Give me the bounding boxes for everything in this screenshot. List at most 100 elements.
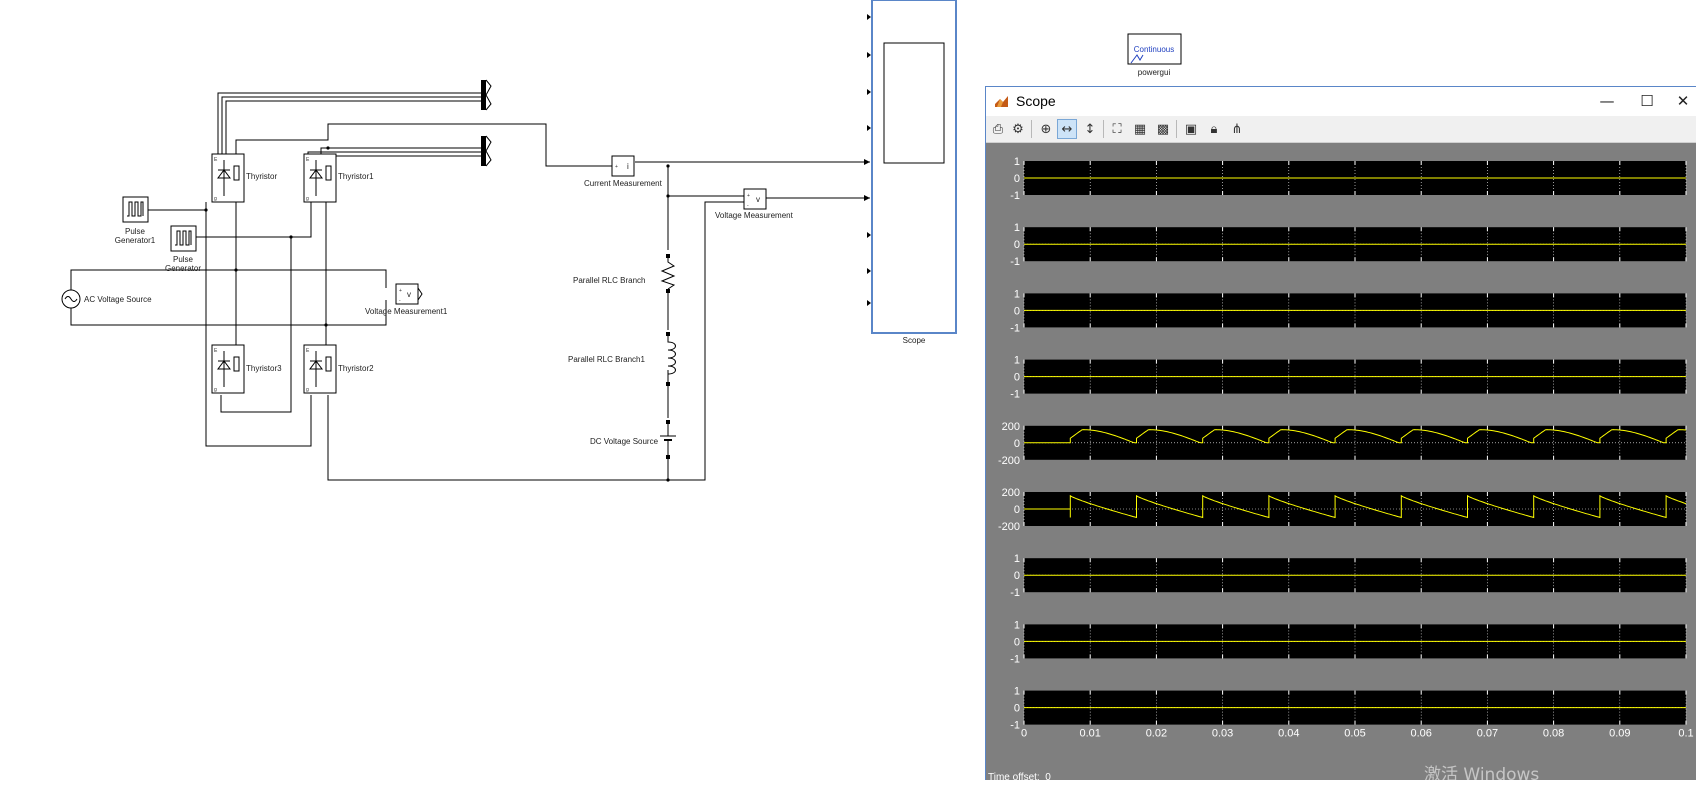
pulse-generator1-block[interactable]: Pulse Generator1 [115, 196, 156, 245]
x-tick-label: 0.05 [1344, 728, 1365, 740]
sine-icon [64, 296, 78, 302]
dc-voltage-source-block[interactable]: DC Voltage Source [590, 420, 676, 459]
svg-text:g: g [214, 387, 217, 393]
svg-text:g: g [306, 196, 309, 202]
time-offset: Time offset: 0 [988, 772, 1051, 780]
signal-selector-icon[interactable]: ⋔ [1231, 121, 1243, 137]
scope-block-label: Scope [903, 336, 926, 345]
y-tick-label: 0 [1014, 504, 1020, 516]
pulse-generator-label-line2: Generator [165, 264, 201, 273]
svg-text:-: - [747, 203, 749, 209]
svg-text:E: E [214, 348, 218, 354]
voltage-measurement-label: Voltage Measurement [715, 211, 794, 220]
y-tick-label: 1 [1014, 553, 1020, 565]
powergui-block[interactable]: Continuous powergui [1127, 33, 1182, 77]
thyristor-label: Thyristor [246, 172, 277, 181]
svg-text:E: E [214, 157, 218, 163]
zoom-x-icon[interactable]: ↔ [1057, 119, 1077, 139]
parallel-rlc-branch1-block[interactable]: Parallel RLC Branch1 [568, 332, 676, 386]
y-tick-label: 1 [1014, 222, 1020, 234]
parallel-rlc-branch-label: Parallel RLC Branch [573, 276, 645, 285]
scope-toolbar: ⎙ ⚙ ⊕ ↔ ↕ ⛶ ▦ ▩ ▣ 🔒︎ ⋔ [986, 116, 1696, 143]
demux-block-1[interactable] [481, 79, 492, 111]
powergui-mode: Continuous [1134, 45, 1174, 54]
pulse-generator1-label-line1: Pulse [125, 227, 146, 236]
svg-text:+: + [615, 164, 618, 170]
y-tick-label: -1 [1010, 190, 1020, 202]
pulse-generator-block[interactable]: Pulse Generator [165, 225, 201, 273]
print-icon[interactable]: ⎙ [992, 121, 1004, 137]
resistor-icon [660, 258, 676, 290]
junction-dots [204, 146, 670, 482]
y-tick-label: 200 [1002, 421, 1020, 433]
scope-axes-6: 200 0 -200 [998, 487, 1687, 533]
y-tick-label: 200 [1002, 487, 1020, 499]
dc-voltage-source-label: DC Voltage Source [590, 437, 659, 446]
y-tick-label: 1 [1014, 619, 1020, 631]
minimize-button[interactable]: — [1599, 92, 1615, 110]
scope-axes-7: 1 0 -1 [1010, 553, 1687, 599]
voltage-measurement-port-label: v [756, 195, 760, 204]
scope-axes-4: 10-1 [1010, 355, 1687, 401]
y-tick-label: -1 [1010, 653, 1020, 665]
lock-icon[interactable]: 🔒︎ [1210, 121, 1218, 137]
restore-axes-icon[interactable]: ▩ [1156, 121, 1170, 137]
y-tick-label: 1 [1014, 156, 1020, 168]
ac-voltage-source-block[interactable]: AC Voltage Source [61, 289, 152, 309]
thyristor1-block[interactable]: Eg Thyristor1 [303, 153, 374, 203]
y-tick-label: 0 [1014, 305, 1020, 317]
thyristor2-label: Thyristor2 [338, 364, 374, 373]
zoom-in-icon[interactable]: ⊕ [1040, 121, 1052, 137]
pulse-icon [127, 201, 144, 217]
voltage-measurement1-label: Voltage Measurement1 [365, 307, 448, 316]
y-tick-label: 0 [1014, 636, 1020, 648]
voltage-measurement1-block[interactable]: +- v Voltage Measurement1 [365, 283, 448, 316]
matlab-icon [994, 94, 1009, 109]
scope-axes-8: 1 0 -1 [1010, 619, 1687, 665]
scope-axes-3: 10-1 [1010, 288, 1687, 334]
scope-plots[interactable]: 10-110-110-110-12000-2002000-20010-110-1… [986, 143, 1696, 763]
y-tick-label: 0 [1014, 570, 1020, 582]
svg-text:+: + [399, 288, 402, 294]
autoscale-icon[interactable]: ⛶ [1112, 121, 1122, 137]
y-tick-label: 0 [1014, 372, 1020, 384]
thyristor2-block[interactable]: Eg Thyristor2 [303, 344, 374, 394]
y-tick-label: -1 [1010, 587, 1020, 599]
parallel-rlc-branch-block[interactable]: Parallel RLC Branch [573, 254, 676, 293]
y-tick-label: -1 [1010, 322, 1020, 334]
svg-text:g: g [214, 196, 217, 202]
current-measurement-label: Current Measurement [584, 179, 663, 188]
save-axes-icon[interactable]: ▦ [1133, 121, 1147, 137]
zoom-y-icon[interactable]: ↕ [1084, 121, 1096, 137]
y-tick-label: 0 [1014, 703, 1020, 715]
thyristor1-label: Thyristor1 [338, 172, 374, 181]
scope-titlebar[interactable]: Scope — ☐ ✕ [986, 87, 1696, 116]
scope-axes-1: 1 0 -1 [1010, 156, 1687, 202]
demux-block-2[interactable] [481, 135, 492, 167]
current-measurement-block[interactable]: + i Current Measurement [584, 155, 663, 188]
voltage-measurement-block[interactable]: +- v Voltage Measurement [715, 188, 794, 220]
y-tick-label: 1 [1014, 355, 1020, 367]
x-tick-label: 0.07 [1477, 728, 1498, 740]
thyristor3-block[interactable]: Eg Thyristor3 [211, 344, 282, 394]
x-tick-label: 0 [1021, 728, 1027, 740]
thyristor3-label: Thyristor3 [246, 364, 282, 373]
scope-window-title: Scope [1016, 93, 1056, 109]
params-icon[interactable]: ⚙ [1012, 121, 1024, 137]
scope-axes-9: 10-1 [1010, 686, 1687, 732]
close-button[interactable]: ✕ [1676, 92, 1690, 110]
floating-scope-icon[interactable]: ▣ [1184, 121, 1198, 137]
x-tick-label: 0.06 [1410, 728, 1431, 740]
thyristor-block[interactable]: Eg Thyristor [211, 153, 277, 203]
y-tick-label: 0 [1014, 173, 1020, 185]
maximize-button[interactable]: ☐ [1640, 92, 1654, 110]
x-tick-label: 0.1 [1678, 728, 1693, 740]
scope-block[interactable]: Scope [867, 0, 957, 345]
y-tick-label: -200 [998, 521, 1020, 533]
y-tick-label: 0 [1014, 239, 1020, 251]
scope-window[interactable]: Scope — ☐ ✕ ⎙ ⚙ ⊕ ↔ ↕ ⛶ ▦ ▩ ▣ 🔒︎ ⋔ 1 0 -1 1… [985, 86, 1696, 780]
bus-lines [217, 92, 481, 157]
x-tick-label: 0.09 [1609, 728, 1630, 740]
